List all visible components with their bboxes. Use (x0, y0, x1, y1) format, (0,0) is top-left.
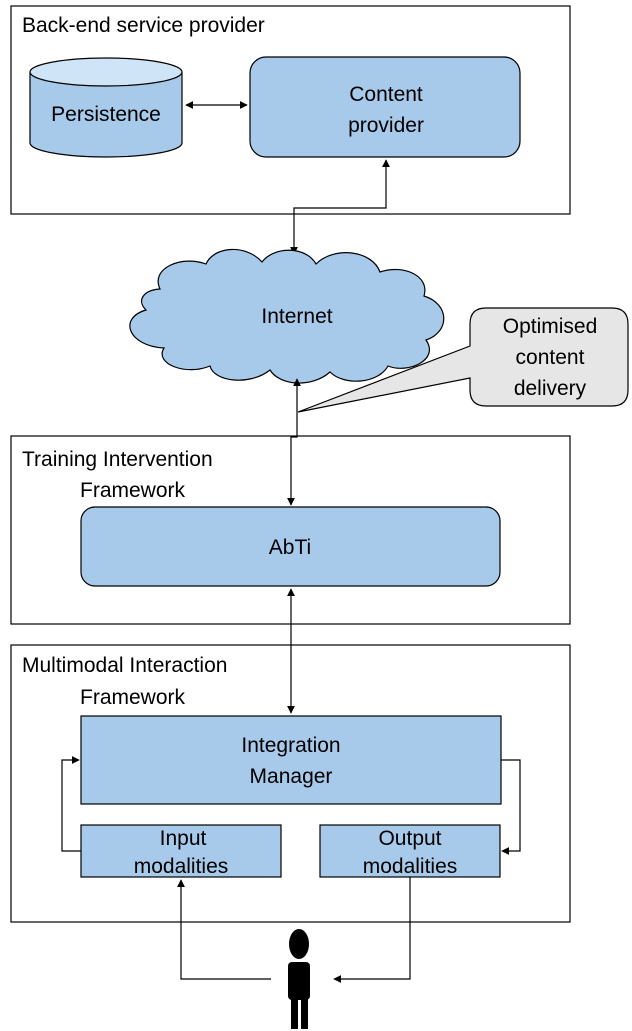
multimodal-group-title-line2: Framework (80, 686, 186, 709)
output-modalities-label-line1: Output (378, 827, 441, 850)
internet-label: Internet (261, 305, 332, 328)
input-modalities-node: Input modalities (80, 824, 282, 878)
persistence-cylinder-body (29, 72, 183, 158)
integration-manager-label-line1: Integration (241, 734, 340, 757)
input-modalities-label-line1: Input (160, 827, 207, 850)
content-provider-label-line1: Content (349, 83, 423, 106)
persistence-cylinder-top (29, 57, 183, 87)
integration-to-output-arrow (501, 759, 521, 855)
content-provider-box (249, 56, 521, 158)
output-to-user-arrow (333, 877, 411, 983)
optimised-delivery-callout: Optimised content delivery (297, 307, 629, 413)
cloud-shape (129, 248, 445, 384)
callout-bubble (297, 307, 629, 413)
persistence-node: Persistence (29, 57, 183, 158)
multimodal-group-title-line1: Multimodal Interaction (22, 654, 227, 677)
abti-label: AbTi (269, 536, 311, 559)
backend-group-title: Back-end service provider (22, 14, 265, 37)
integration-manager-node: Integration Manager (80, 715, 502, 805)
callout-line3: delivery (514, 377, 587, 400)
callout-line1: Optimised (503, 315, 598, 338)
input-modalities-label-line2: modalities (134, 855, 229, 878)
abti-box (80, 506, 501, 587)
training-group-title-line2: Framework (80, 479, 186, 502)
content-internet-arrow (290, 159, 390, 255)
abti-node: AbTi (80, 506, 501, 587)
internet-abti-arrow (287, 378, 301, 506)
output-modalities-box (319, 824, 501, 878)
person-icon (288, 929, 310, 1029)
output-modalities-node: Output modalities (319, 824, 501, 878)
internet-node: Internet (129, 248, 445, 384)
content-provider-node: Content provider (249, 56, 521, 158)
user-to-input-arrow (177, 879, 271, 980)
content-provider-label-line2: provider (348, 114, 424, 137)
callout-line2: content (516, 346, 585, 369)
training-group-title-line1: Training Intervention (22, 448, 213, 471)
persistence-label: Persistence (51, 103, 161, 126)
multimodal-group-box (10, 644, 571, 923)
integration-manager-label-line2: Manager (250, 765, 333, 788)
integration-manager-box (80, 715, 502, 805)
input-to-integration-arrow (61, 756, 81, 852)
output-modalities-label-line2: modalities (363, 855, 458, 878)
